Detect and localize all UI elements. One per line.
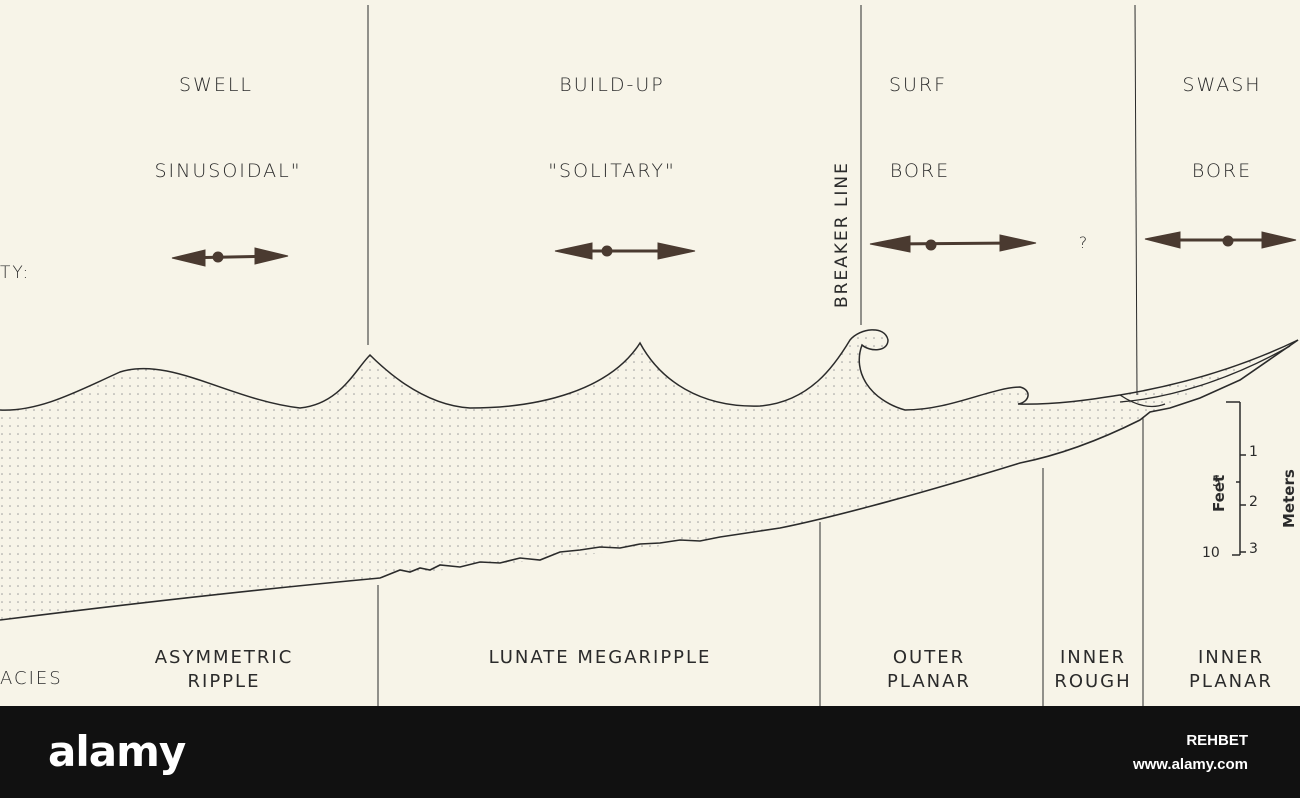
facies-label-fragment: ACIES [0,668,63,690]
scale-meter-tick-1: 1 [1249,444,1258,460]
scale-meter-tick-3: 3 [1249,541,1258,557]
buildup-velocity-arrow [555,243,695,259]
facies-inner-rough-line2: ROUGH [1054,670,1131,694]
breaker-line-label: BREAKER LINE [832,161,852,308]
zone-buildup-wave-type: "SOLITARY" [548,160,675,182]
facies-asymmetric-ripple: ASYMMETRIC RIPPLE [155,646,294,694]
diagram-canvas [0,0,1300,706]
facies-inner-planar-line1: INNER [1189,646,1273,670]
facies-asymmetric-ripple-line2: RIPPLE [155,670,294,694]
scale-feet-tick-5: 5 [1212,474,1221,490]
zone-surf-label: SURF [889,74,947,96]
zone-swash-label: SWASH [1182,74,1261,96]
facies-lunate-megaripple: LUNATE MEGARIPPLE [489,646,712,670]
facies-asymmetric-ripple-line1: ASYMMETRIC [155,646,294,670]
zone-buildup-label: BUILD-UP [559,74,664,96]
unknown-velocity-symbol: ? [1079,232,1090,254]
depth-scale [1226,402,1246,555]
zone-swell-label: SWELL [179,74,253,96]
facies-inner-rough-line1: INNER [1054,646,1131,670]
watermark-footer [0,706,1300,798]
zone-swash-wave-type: BORE [1192,160,1252,182]
zone-surf-wave-type: BORE [890,160,950,182]
alamy-logo: alamy [48,727,185,776]
scale-meters-title: Meters [1280,469,1298,528]
facies-inner-planar: INNER PLANAR [1189,646,1273,694]
beach-profile-diagram: SWELL SINUSOIDAL" BUILD-UP "SOLITARY" SU… [0,0,1300,706]
scale-feet-tick-10: 10 [1202,545,1220,561]
divider-surf-swash [1135,5,1137,395]
surf-velocity-arrow [870,235,1036,252]
facies-outer-planar: OUTER PLANAR [887,646,971,694]
zone-swell-wave-type: SINUSOIDAL" [154,160,301,182]
watermark-site: www.alamy.com [1133,756,1248,773]
facies-inner-planar-line2: PLANAR [1189,670,1273,694]
facies-outer-planar-line2: PLANAR [887,670,971,694]
facies-inner-rough: INNER ROUGH [1054,646,1131,694]
swash-velocity-arrow [1145,232,1296,248]
water-body [0,330,1298,620]
swell-velocity-arrow [172,248,288,266]
velocity-label-fragment: TY: [0,262,30,284]
scale-meter-tick-2: 2 [1249,494,1258,510]
stock-image-id: REHBET [1186,732,1248,749]
facies-outer-planar-line1: OUTER [887,646,971,670]
facies-lunate-megaripple-line1: LUNATE MEGARIPPLE [489,646,712,670]
